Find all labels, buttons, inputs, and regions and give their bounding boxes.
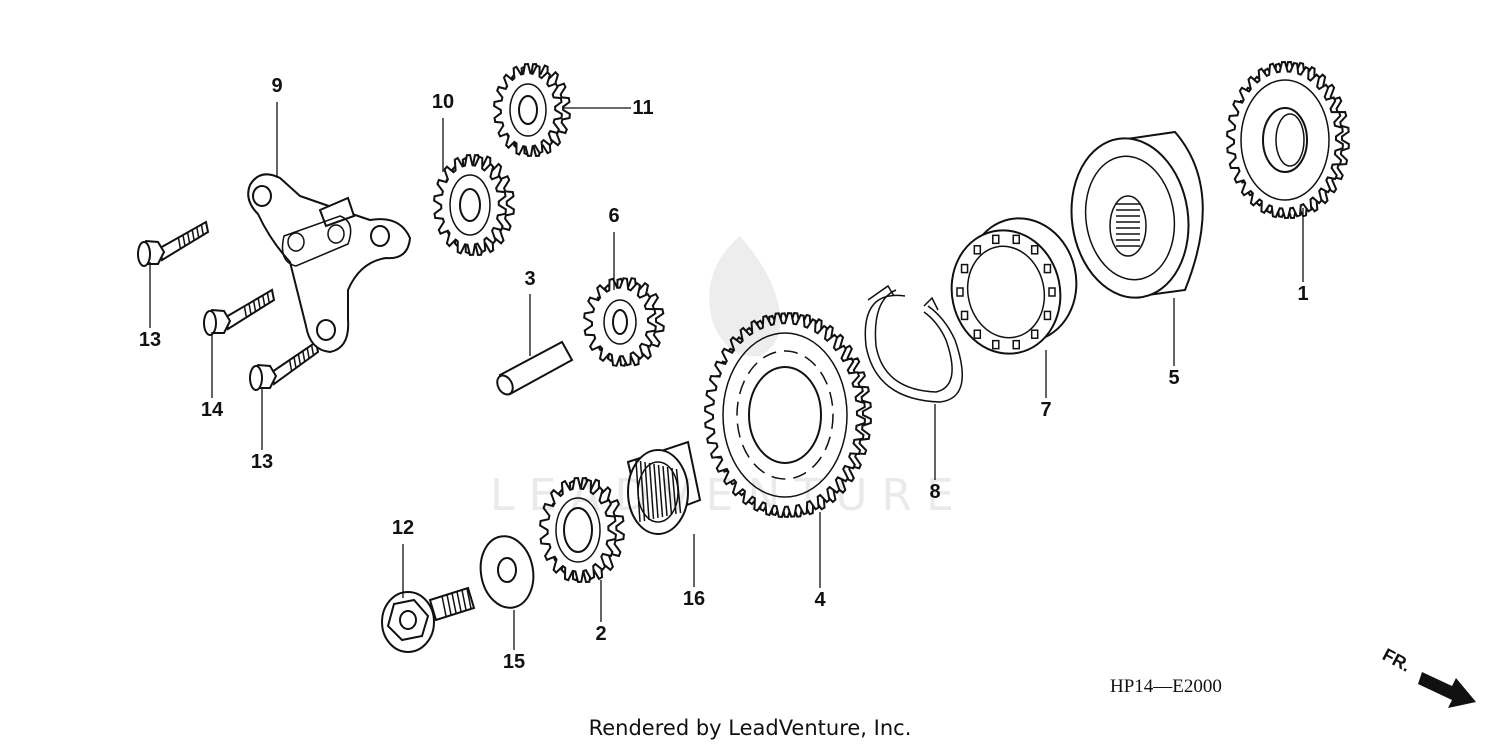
callout-snap-ring-8[interactable]: 8: [929, 481, 940, 503]
callout-housing-5[interactable]: 5: [1168, 367, 1179, 389]
gear-10: [433, 153, 515, 257]
callout-bolt-13[interactable]: 13: [139, 329, 161, 351]
pin-3: [496, 340, 574, 396]
callout-washer-15[interactable]: 15: [503, 651, 525, 673]
callout-bolt-13b[interactable]: 13: [251, 451, 273, 473]
callout-gear-4[interactable]: 4: [814, 589, 826, 611]
bracket-9: [247, 173, 412, 354]
callout-gear-10[interactable]: 10: [432, 91, 454, 113]
callout-gear-1[interactable]: 1: [1297, 283, 1308, 305]
one-way-clutch-7: [950, 217, 1078, 355]
front-direction-arrow-icon: [1418, 672, 1476, 708]
gear-1: [1226, 60, 1350, 220]
bolt-14: [203, 288, 276, 336]
callout-pin-3[interactable]: 3: [524, 268, 535, 290]
gear-4: [704, 312, 872, 518]
bolt-13b: [249, 340, 320, 391]
credit-line: Rendered by LeadVenture, Inc.: [588, 716, 912, 740]
diagram-code: HP14—E2000: [1110, 676, 1222, 697]
gear-6: [583, 277, 665, 367]
callout-gear-2[interactable]: 2: [595, 623, 606, 645]
callout-bolt-14[interactable]: 14: [201, 399, 224, 421]
bolt-13: [137, 220, 210, 267]
needle-bearing-16: [626, 440, 702, 535]
callout-needle-bearing-16[interactable]: 16: [683, 588, 705, 610]
callout-flange-bolt-12[interactable]: 12: [392, 517, 414, 539]
watermark-flame-icon: [709, 236, 781, 357]
callout-bracket-9[interactable]: 9: [271, 75, 282, 97]
callout-one-way-clutch-7[interactable]: 7: [1040, 399, 1051, 421]
callout-gear-6[interactable]: 6: [608, 205, 619, 227]
housing-5: [1070, 130, 1204, 299]
snap-ring-8: [864, 284, 963, 403]
watermark: LEADVENTURE: [490, 470, 968, 521]
flange-bolt-12: [381, 586, 476, 653]
callout-gear-11[interactable]: 11: [632, 97, 653, 119]
washer-15: [479, 535, 535, 609]
gear-2: [539, 476, 625, 584]
gear-11: [493, 62, 571, 158]
